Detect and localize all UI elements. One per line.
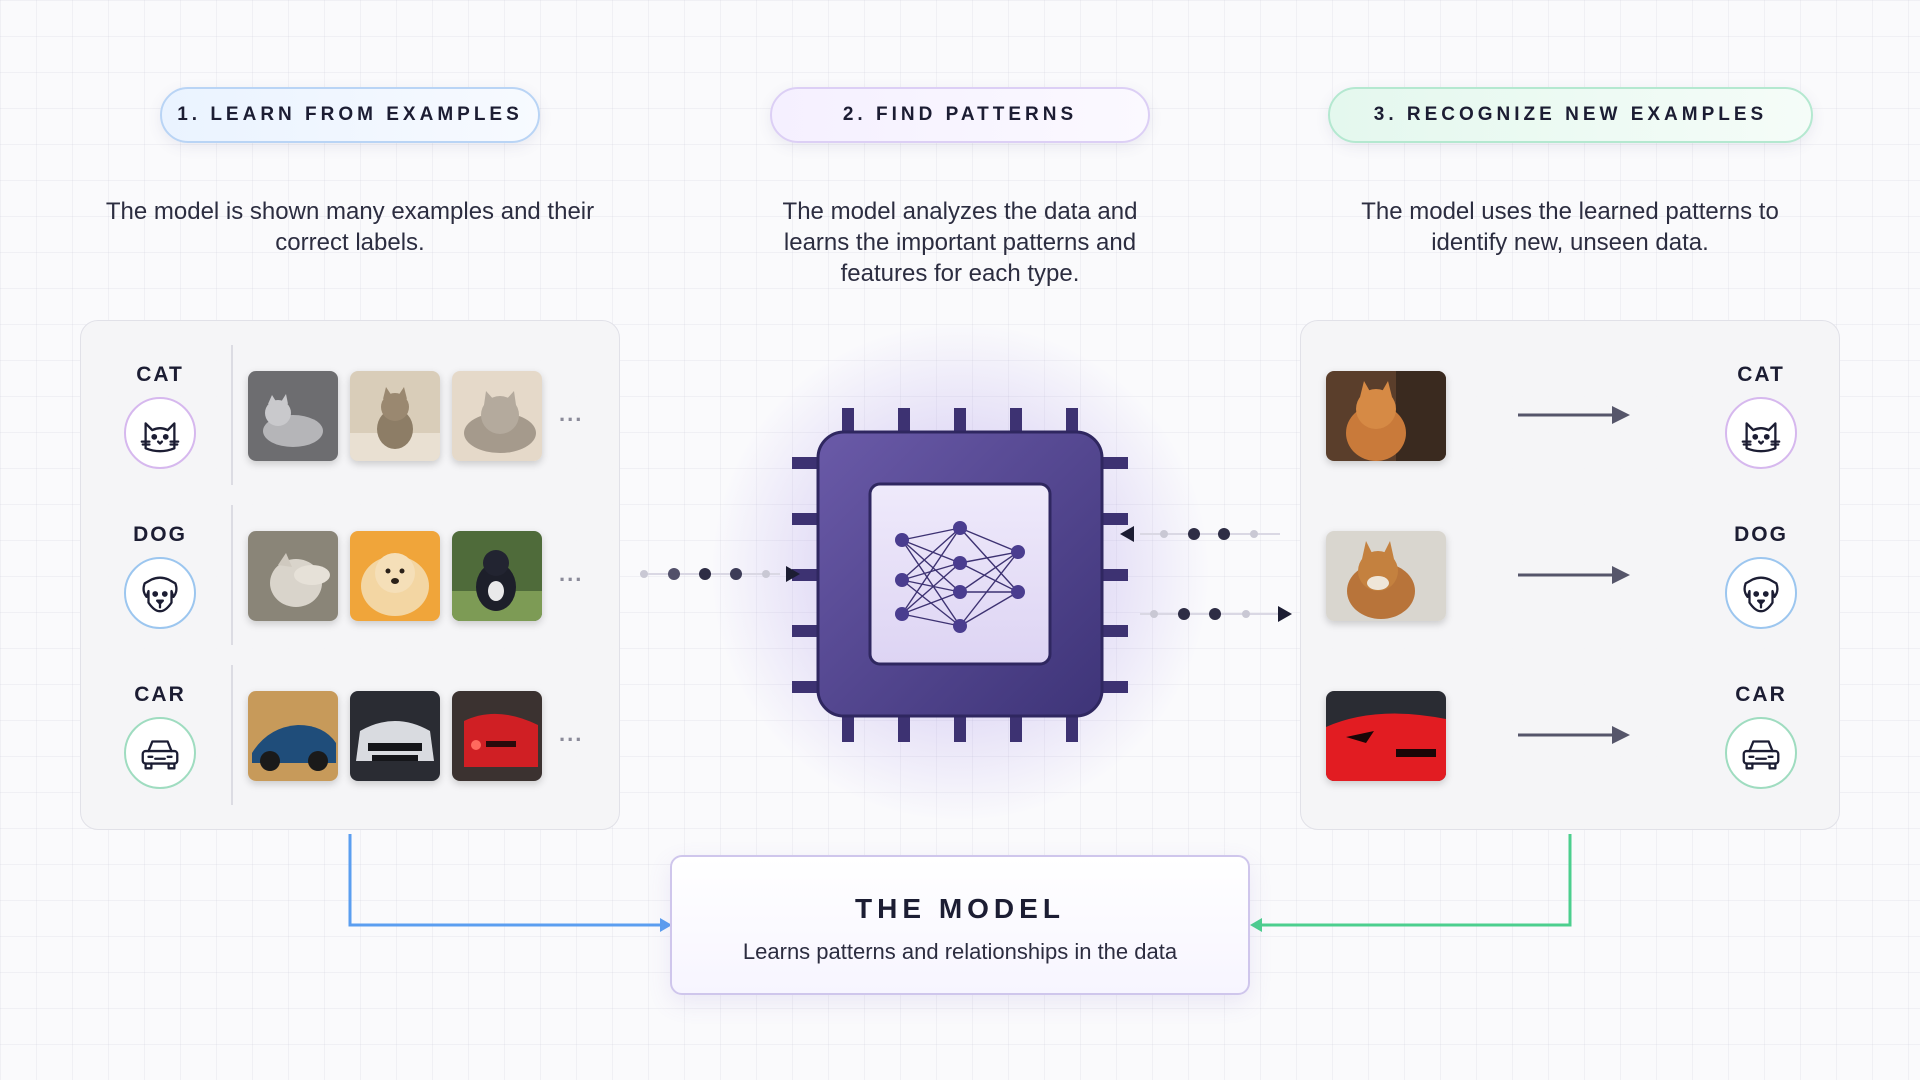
flow-dots-predictions <box>1140 606 1292 622</box>
step-2-description: The model analyzes the data and learns t… <box>782 198 1138 287</box>
cat-icon <box>1725 397 1797 469</box>
more-examples-indicator: ... <box>559 401 584 426</box>
chip-core <box>868 482 1052 666</box>
row-divider <box>231 505 233 645</box>
step-2-title: 2. FIND PATTERNS <box>770 87 1150 143</box>
row-divider <box>231 345 233 485</box>
new-image-car <box>1326 691 1446 781</box>
predicted-label-car: CAR <box>1735 683 1787 706</box>
car-icon <box>124 717 196 789</box>
prediction-arrows <box>1518 406 1630 744</box>
recognition-connector <box>1250 834 1572 932</box>
training-image-dog <box>350 531 440 621</box>
category-label-dog: DOG <box>133 523 187 546</box>
model-box: THE MODEL Learns patterns and relationsh… <box>670 855 1250 995</box>
step-1-description: The model is shown many examples and the… <box>105 198 595 256</box>
training-image-car <box>350 691 440 781</box>
training-image-cat <box>350 371 440 461</box>
cat-icon <box>124 397 196 469</box>
training-examples-panel: CAT ... DOG ... CAR <box>80 320 620 830</box>
new-image-dog <box>1326 531 1446 621</box>
model-subtitle: Learns patterns and relationships in the… <box>742 939 1178 964</box>
dog-icon <box>124 557 196 629</box>
training-image-dog <box>248 531 338 621</box>
category-label-cat: CAT <box>136 363 184 386</box>
predicted-label-dog: DOG <box>1734 523 1788 546</box>
training-connector <box>348 834 672 932</box>
model-title: THE MODEL <box>855 893 1065 924</box>
step-3-description: The model uses the learned patterns to i… <box>1361 198 1779 256</box>
category-label-car: CAR <box>134 683 186 706</box>
flow-dots-from-new-data <box>1120 526 1280 542</box>
training-image-dog <box>452 531 542 621</box>
dog-icon <box>1725 557 1797 629</box>
car-icon <box>1725 717 1797 789</box>
neural-network-icon <box>901 527 1019 627</box>
predicted-label-cat: CAT <box>1737 363 1785 386</box>
training-image-cat <box>248 371 338 461</box>
step-3-title: 3. RECOGNIZE NEW EXAMPLES <box>1328 87 1813 143</box>
more-examples-indicator: ... <box>559 561 584 586</box>
step-1-title: 1. LEARN FROM EXAMPLES <box>160 87 540 143</box>
training-image-cat <box>452 371 542 461</box>
flow-dots-into-model <box>640 566 800 582</box>
training-image-car <box>248 691 338 781</box>
more-examples-indicator: ... <box>559 721 584 746</box>
new-image-cat <box>1326 371 1446 461</box>
row-divider <box>231 665 233 805</box>
training-image-car <box>452 691 542 781</box>
